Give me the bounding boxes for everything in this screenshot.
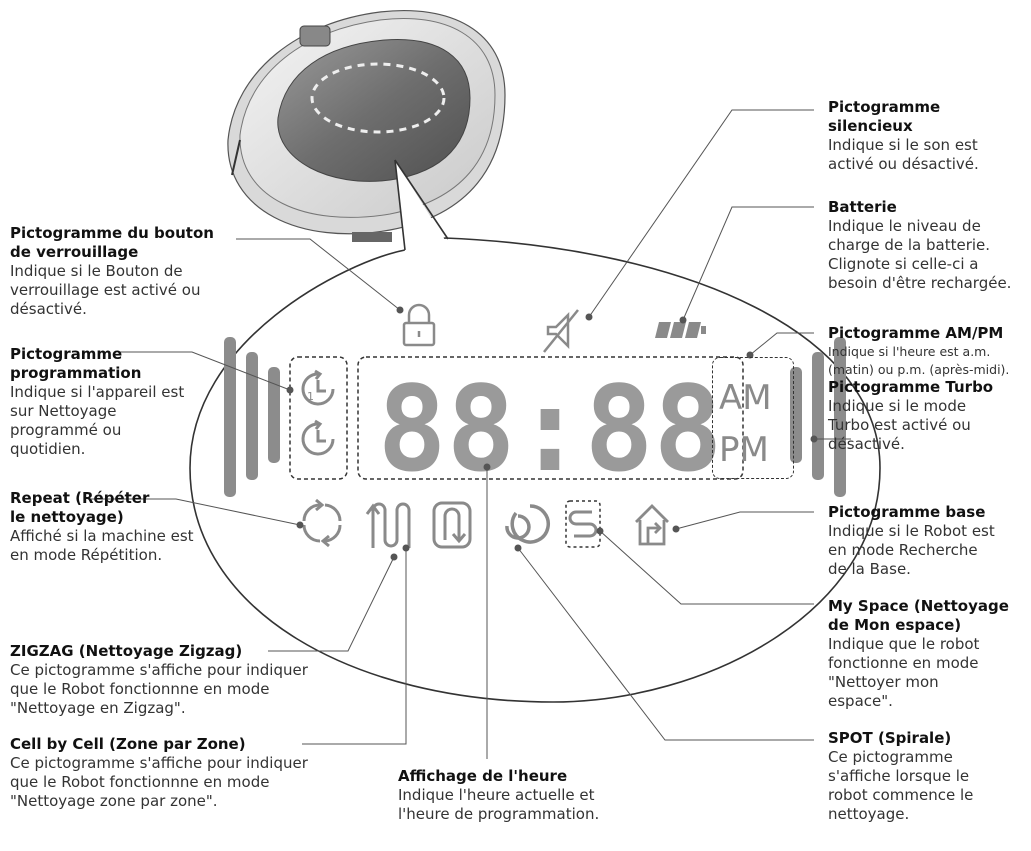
clock-box — [357, 356, 744, 480]
label-base-title: Pictogramme base — [828, 503, 986, 521]
label-myspace-desc: Indique que le robot fonctionne en mode … — [828, 635, 980, 710]
schedule-box — [289, 356, 348, 480]
label-repeat: Repeat (Répéter le nettoyage) Affiché si… — [10, 489, 215, 565]
label-ampm: Pictogramme AM/PM Indique si l'heure est… — [828, 324, 1028, 379]
label-spot-title: SPOT (Spirale) — [828, 729, 952, 747]
label-repeat-title: Repeat (Répéter le nettoyage) — [10, 489, 150, 526]
mute-icon — [543, 309, 579, 353]
clock-display: 88:88 — [378, 360, 723, 498]
label-zigzag: ZIGZAG (Nettoyage Zigzag) Ce pictogramme… — [10, 642, 320, 718]
turbo-bar-left-3 — [268, 367, 280, 463]
pm-indicator: PM — [719, 430, 769, 470]
label-battery: Batterie Indique le niveau de charge de … — [828, 198, 1026, 293]
label-zigzag-title: ZIGZAG (Nettoyage Zigzag) — [10, 642, 243, 660]
label-turbo-desc: Indique si le mode Turbo est activé ou d… — [828, 397, 971, 453]
label-spot: SPOT (Spirale) Ce pictogramme s'affiche … — [828, 729, 1003, 824]
turbo-bar-right-2 — [812, 352, 824, 480]
label-zigzag-desc: Ce pictogramme s'affiche pour indiquer q… — [10, 661, 308, 717]
turbo-bar-left-2 — [246, 352, 258, 480]
label-mute: Pictogramme silencieux Indique si le son… — [828, 98, 1023, 174]
label-lock: Pictogramme du bouton de verrouillage In… — [10, 224, 232, 319]
label-base: Pictogramme base Indique si le Robot est… — [828, 503, 998, 579]
base-icon — [635, 504, 669, 546]
label-ampm-title: Pictogramme AM/PM — [828, 324, 1004, 342]
am-indicator: AM — [719, 378, 772, 418]
label-repeat-desc: Affiché si la machine est en mode Répéti… — [10, 527, 194, 564]
label-time-title: Affichage de l'heure — [398, 767, 568, 785]
label-myspace: My Space (Nettoyage de Mon espace) Indiq… — [828, 597, 1026, 711]
label-battery-desc: Indique le niveau de charge de la batter… — [828, 217, 1012, 292]
zigzag-icon — [365, 502, 411, 548]
lock-icon — [402, 303, 436, 347]
label-battery-title: Batterie — [828, 198, 897, 216]
leader-dots — [286, 306, 818, 561]
ampm-container: AM PM — [712, 357, 794, 479]
label-ampm-desc: Indique si l'heure est a.m. (matin) ou p… — [828, 344, 1010, 377]
label-myspace-title: My Space (Nettoyage de Mon espace) — [828, 597, 1009, 634]
label-spot-desc: Ce pictogramme s'affiche lorsque le robo… — [828, 748, 974, 823]
schedule-icons — [301, 369, 335, 456]
label-lock-desc: Indique si le Bouton de verrouillage est… — [10, 262, 201, 318]
label-schedule: Pictogramme programmation Indique si l'a… — [10, 345, 190, 459]
label-schedule-desc: Indique si l'appareil est sur Nettoyage … — [10, 383, 185, 458]
label-cell-title: Cell by Cell (Zone par Zone) — [10, 735, 246, 753]
label-turbo: Pictogramme Turbo Indique si le mode Tur… — [828, 378, 1003, 454]
label-cell: Cell by Cell (Zone par Zone) Ce pictogra… — [10, 735, 340, 811]
repeat-icon — [302, 498, 342, 548]
myspace-icon — [565, 500, 601, 548]
leader-lines — [88, 109, 851, 759]
turbo-bar-right-3 — [834, 337, 846, 497]
turbo-bar-left-1 — [224, 337, 236, 497]
display-bubble — [189, 237, 881, 703]
battery-icon — [655, 322, 706, 338]
label-schedule-title: Pictogramme programmation — [10, 345, 142, 382]
label-time-desc: Indique l'heure actuelle et l'heure de p… — [398, 786, 600, 823]
label-mute-title: Pictogramme silencieux — [828, 98, 941, 135]
label-mute-desc: Indique si le son est activé ou désactiv… — [828, 136, 979, 173]
robot-illustration — [227, 10, 506, 242]
schedule-digit: 1 — [307, 390, 314, 403]
label-lock-title: Pictogramme du bouton de verrouillage — [10, 224, 214, 261]
clock-digits: 88:88 — [378, 360, 723, 498]
spot-icon — [505, 504, 550, 544]
label-turbo-title: Pictogramme Turbo — [828, 378, 994, 396]
label-base-desc: Indique si le Robot est en mode Recherch… — [828, 522, 995, 578]
cell-icon — [432, 501, 472, 549]
label-time: Affichage de l'heure Indique l'heure act… — [398, 767, 648, 824]
label-cell-desc: Ce pictogramme s'affiche pour indiquer q… — [10, 754, 308, 810]
